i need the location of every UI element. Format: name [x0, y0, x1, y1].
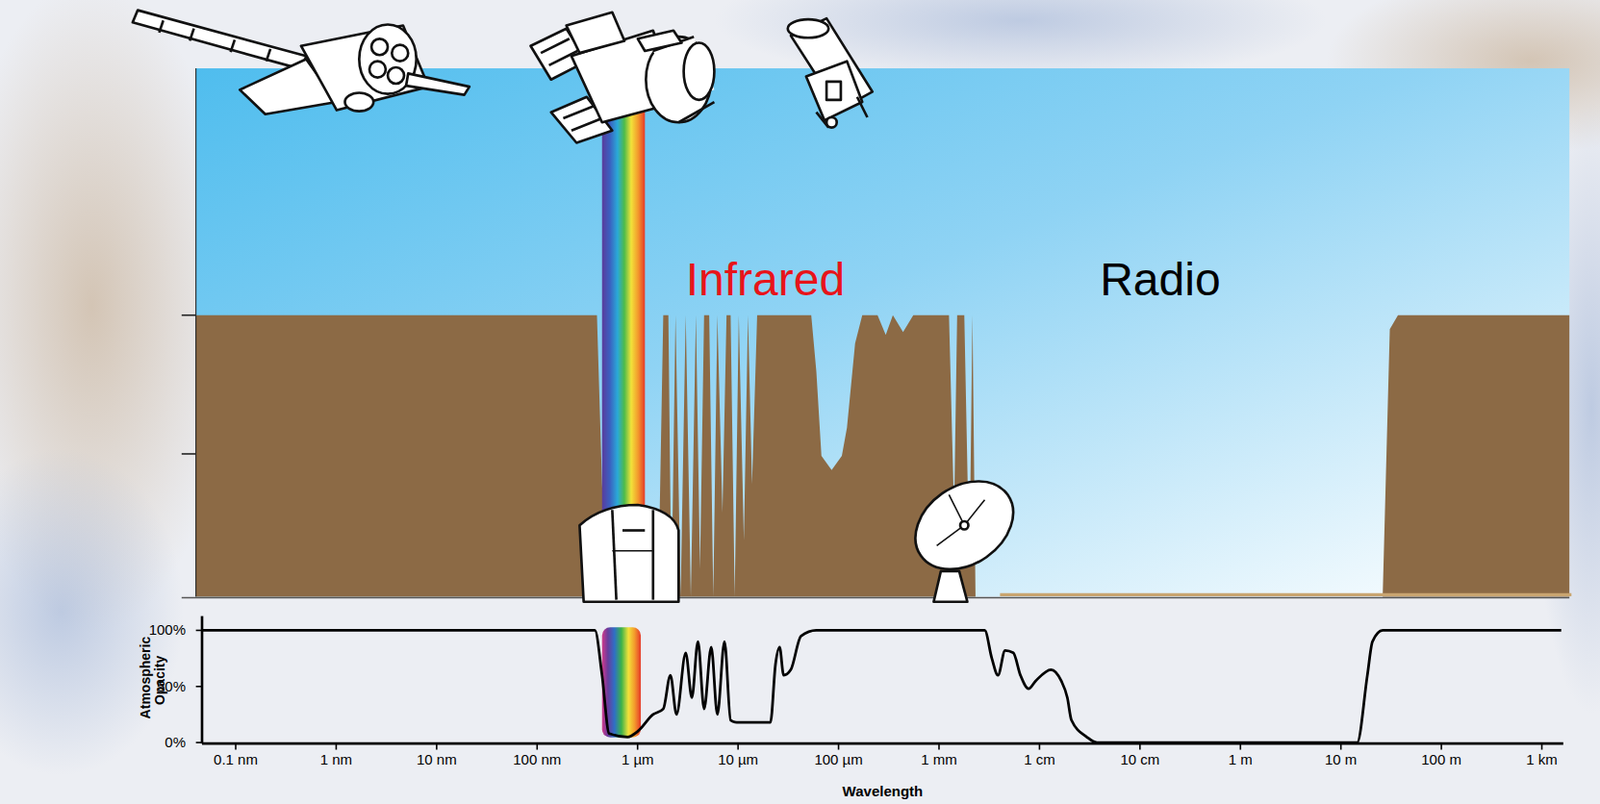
- x-tick-label: 1 mm: [920, 752, 958, 769]
- x-tick-label: 1 km: [1525, 752, 1558, 769]
- x-tick-label: 1 µm: [621, 752, 655, 769]
- band-label: Radio: [1099, 254, 1220, 306]
- x-tick-label: 100 m: [1421, 752, 1462, 769]
- x-tick-label: 100 nm: [512, 752, 561, 769]
- y-tick-label: 0%: [164, 735, 186, 752]
- x-tick-label: 1 cm: [1023, 752, 1056, 769]
- x-tick-label: 1 m: [1228, 752, 1253, 769]
- y-tick-label: 100%: [149, 622, 186, 639]
- axis-title: Wavelength: [842, 784, 924, 801]
- x-tick-label: 10 nm: [416, 752, 458, 769]
- band-label: Infrared: [685, 254, 845, 306]
- y-tick-label: 50%: [156, 679, 186, 696]
- x-tick-label: 10 m: [1324, 752, 1357, 769]
- x-tick-label: 10 cm: [1119, 752, 1160, 769]
- x-tick-label: 0.1 nm: [213, 752, 258, 769]
- x-tick-label: 1 nm: [320, 752, 353, 769]
- x-tick-label: 10 µm: [717, 752, 759, 769]
- x-tick-label: 100 µm: [813, 752, 863, 769]
